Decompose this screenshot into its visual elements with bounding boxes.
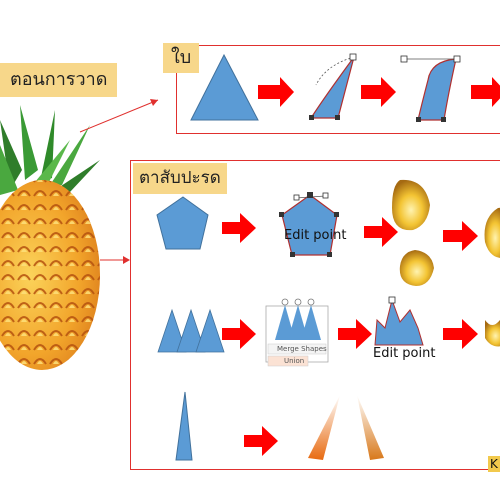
page-title: ตอนการวาด (0, 63, 118, 97)
edit-point-label-1: Edit point (284, 228, 347, 243)
red-arrow-icon (361, 77, 396, 107)
blue-pentagon-shape (156, 196, 209, 250)
eye-section-box (130, 160, 500, 470)
red-arrow-icon (364, 217, 398, 247)
blue-triangles-shape (157, 308, 187, 353)
red-arrow-icon (244, 426, 278, 456)
union-menu-item[interactable]: Union (284, 357, 305, 365)
leaf-section-shapes (190, 53, 500, 122)
red-arrow-icon (443, 221, 478, 251)
leaf-section-label: ใบ (163, 43, 200, 73)
red-arrow-icon (471, 77, 500, 107)
edited-triangle-shape (309, 56, 355, 119)
red-arrow-icon (443, 319, 478, 349)
curved-leaf-shape (417, 58, 457, 121)
red-arrow-icon (338, 319, 372, 349)
red-arrow-icon (258, 77, 294, 107)
edited-pentagon-shape (281, 194, 338, 256)
blue-tall-triangle-shape (175, 391, 193, 461)
red-arrow-icon (222, 319, 256, 349)
edit-point-label-2: Edit point (373, 346, 436, 361)
gold-crown-partial (485, 320, 500, 347)
gold-eye-shape-partial (484, 207, 500, 258)
orange-spike-left (308, 395, 340, 460)
crown-shape (374, 298, 424, 346)
leaf-section-box (176, 45, 500, 134)
blue-triangle-shape (190, 53, 259, 121)
red-arrow-icon (222, 213, 256, 243)
orange-spike-right (357, 395, 384, 460)
pineapple-illustration (0, 105, 100, 370)
eye-section-shapes (156, 179, 500, 461)
gold-eye-shape-small (399, 250, 434, 286)
corner-watermark: K (488, 456, 500, 472)
eye-section-label: ตาสับปะรด (133, 163, 227, 194)
gold-eye-shape (392, 179, 430, 231)
merge-shapes-menu[interactable]: Merge Shapes (277, 345, 327, 353)
